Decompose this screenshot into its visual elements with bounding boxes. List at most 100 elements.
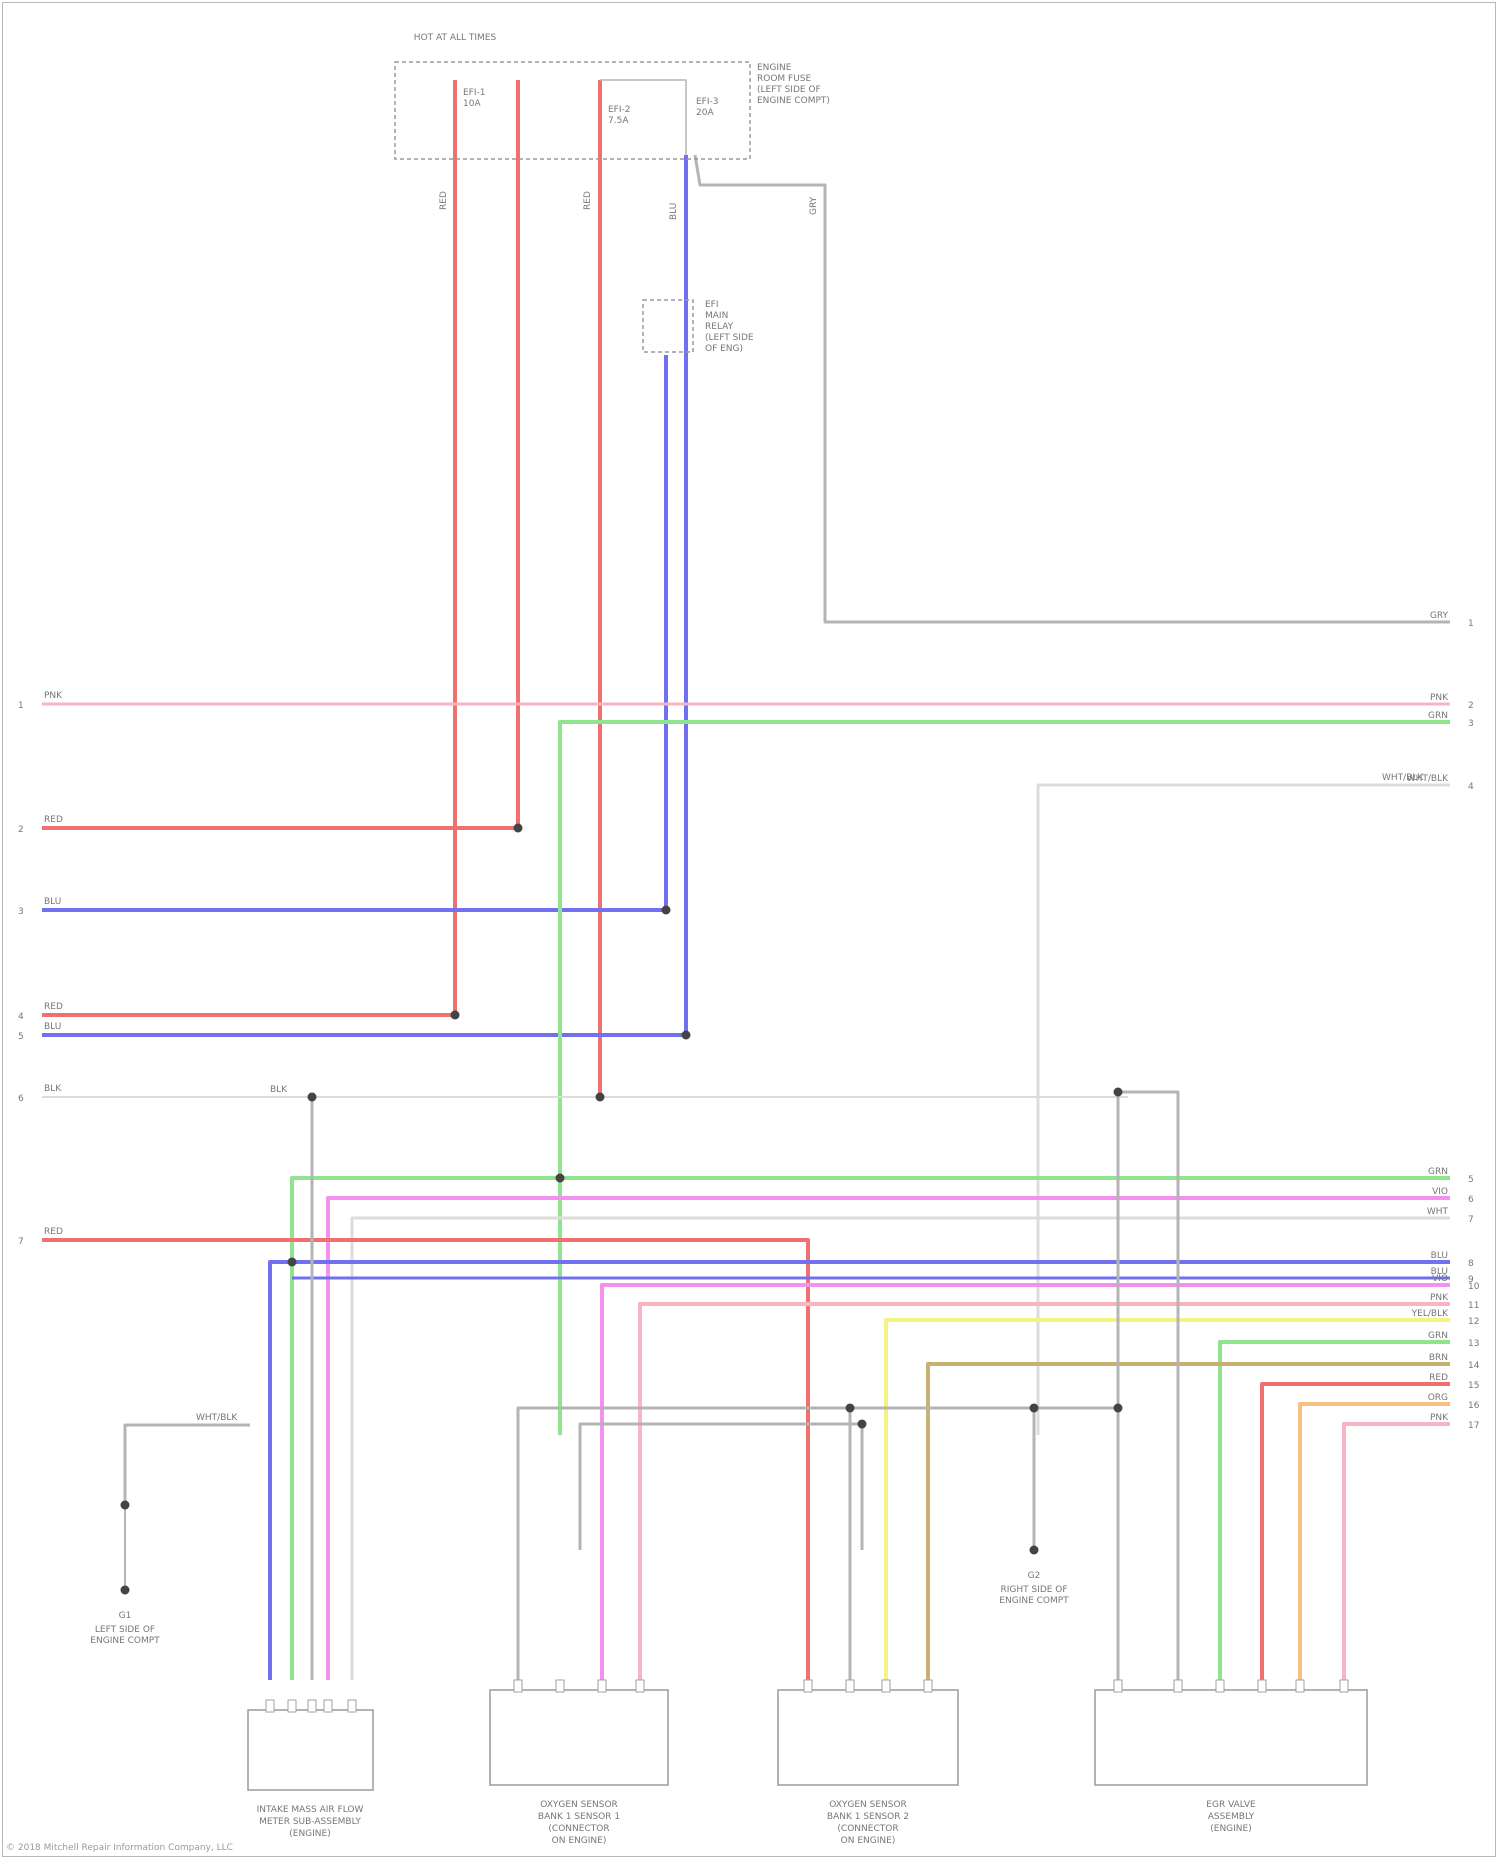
ground-id: G2 <box>1028 1571 1041 1581</box>
left-stub-number: 1 <box>18 701 24 711</box>
fuse-label: 10A <box>463 99 481 109</box>
right-stub-number: 10 <box>1468 1282 1480 1292</box>
fuse-box-hot-label: HOT AT ALL TIMES <box>414 33 497 43</box>
right-stub-number: 16 <box>1468 1401 1480 1411</box>
connector-pin <box>308 1700 316 1712</box>
wire-pink-bus11 <box>640 1304 1450 1680</box>
right-stub-number: 17 <box>1468 1421 1479 1431</box>
connector-pin <box>882 1680 890 1692</box>
splice-dot <box>451 1011 460 1020</box>
wire-tag-red: RED <box>583 191 593 210</box>
right-stub-number: 6 <box>1468 1195 1474 1205</box>
connector-pin <box>348 1700 356 1712</box>
fuse-box-side-label: ENGINE <box>757 63 792 73</box>
left-stub-number: 3 <box>18 907 24 917</box>
component-label: (ENGINE) <box>1210 1824 1252 1834</box>
connector-pin <box>556 1680 564 1692</box>
connector-pin <box>1340 1680 1348 1692</box>
wire-green-long <box>560 722 1450 1435</box>
wire-blue-fuse3 <box>42 155 686 1035</box>
fuse-box-side-label: ENGINE COMPT) <box>757 96 830 106</box>
connector-pin <box>1114 1680 1122 1692</box>
right-stub-label: GRN <box>1428 1167 1448 1177</box>
component-label: ON ENGINE) <box>841 1836 896 1846</box>
wire-red-fuse1 <box>42 80 455 1015</box>
right-stub-number: 13 <box>1468 1339 1479 1349</box>
component-label: BANK 1 SENSOR 2 <box>827 1812 909 1822</box>
left-stub-number: 6 <box>18 1094 24 1104</box>
splice-dot <box>308 1093 317 1102</box>
wire-tag-red: RED <box>439 191 449 210</box>
right-stub-number: 14 <box>1468 1361 1480 1371</box>
ground-label: ENGINE COMPT <box>999 1596 1069 1606</box>
wires-layer <box>42 80 1450 1680</box>
connector-pin <box>636 1680 644 1692</box>
component-label: INTAKE MASS AIR FLOW <box>257 1805 364 1815</box>
connector-pin <box>514 1680 522 1692</box>
component-label: BANK 1 SENSOR 1 <box>538 1812 620 1822</box>
wire-yellow-bus12 <box>886 1320 1450 1680</box>
wire-brown-bus14 <box>928 1364 1450 1680</box>
wire-tag-blk: BLK <box>270 1085 288 1095</box>
splice-dot <box>1114 1404 1123 1413</box>
component-label: (CONNECTOR <box>837 1824 898 1834</box>
splice-dot <box>121 1586 130 1595</box>
ground-id: G1 <box>119 1611 132 1621</box>
splice-dot <box>121 1501 130 1510</box>
copyright-footer: © 2018 Mitchell Repair Information Compa… <box>6 1843 233 1853</box>
fuse-label: 20A <box>696 108 714 118</box>
component-label: (CONNECTOR <box>548 1824 609 1834</box>
wire-violet-bus10 <box>602 1285 1450 1680</box>
right-stub-label: BLU <box>1431 1251 1448 1261</box>
connector-pin <box>266 1700 274 1712</box>
right-stub-label: PNK <box>1430 1413 1449 1423</box>
connector-pin <box>598 1680 606 1692</box>
component-connector <box>490 1690 668 1785</box>
wire-green-bus13 <box>1220 1342 1450 1680</box>
ground-label: LEFT SIDE OF <box>95 1625 155 1635</box>
left-stub-number: 2 <box>18 825 24 835</box>
wire-magenta-bus6 <box>328 1198 1450 1680</box>
relay-label: MAIN <box>705 311 728 321</box>
component-label: ASSEMBLY <box>1208 1812 1255 1822</box>
fuse-label: EFI-2 <box>608 105 631 115</box>
fuse-label: EFI-3 <box>696 97 719 107</box>
connector-pin <box>1174 1680 1182 1692</box>
right-stub-number: 4 <box>1468 782 1474 792</box>
left-stub-label: RED <box>44 1002 63 1012</box>
splice-dot <box>846 1404 855 1413</box>
connector-pin <box>1258 1680 1266 1692</box>
splice-dot <box>556 1174 565 1183</box>
splice-dot <box>1030 1546 1039 1555</box>
fuse-box-side-label: (LEFT SIDE OF <box>757 85 821 95</box>
wire-tag-blu: BLU <box>669 203 679 220</box>
component-connector <box>778 1690 958 1785</box>
right-stub-label: BRN <box>1429 1353 1448 1363</box>
right-stub-number: 11 <box>1468 1301 1479 1311</box>
right-stub-label: VIO <box>1432 1187 1448 1197</box>
connector-pin <box>1296 1680 1304 1692</box>
left-stub-number: 4 <box>18 1012 24 1022</box>
left-stub-number: 5 <box>18 1032 24 1042</box>
wire-tag-ground: WHT/BLK <box>196 1413 238 1423</box>
relay-label: (LEFT SIDE <box>705 333 754 343</box>
wire-lightgray-right4 <box>1038 785 1450 1435</box>
wire-gray-right1 <box>695 155 1450 622</box>
left-stub-label: BLU <box>44 897 61 907</box>
splice-dot <box>858 1420 867 1429</box>
splice-dot <box>1030 1404 1039 1413</box>
wire-gray-ground1 <box>125 1425 250 1505</box>
right-stub-label: GRN <box>1428 711 1448 721</box>
connector-pin <box>846 1680 854 1692</box>
wire-tag-gry: GRY <box>809 196 819 215</box>
right-stub-label: GRY <box>1430 611 1449 621</box>
right-stub-number: 15 <box>1468 1381 1479 1391</box>
splice-dot <box>596 1093 605 1102</box>
connector-pin <box>288 1700 296 1712</box>
wire-gray-egr1 <box>1118 1092 1178 1680</box>
wire-orange-bus16 <box>1300 1404 1450 1680</box>
connector-pin <box>804 1680 812 1692</box>
splice-dot <box>288 1258 297 1267</box>
component-label: EGR VALVE <box>1206 1800 1256 1810</box>
